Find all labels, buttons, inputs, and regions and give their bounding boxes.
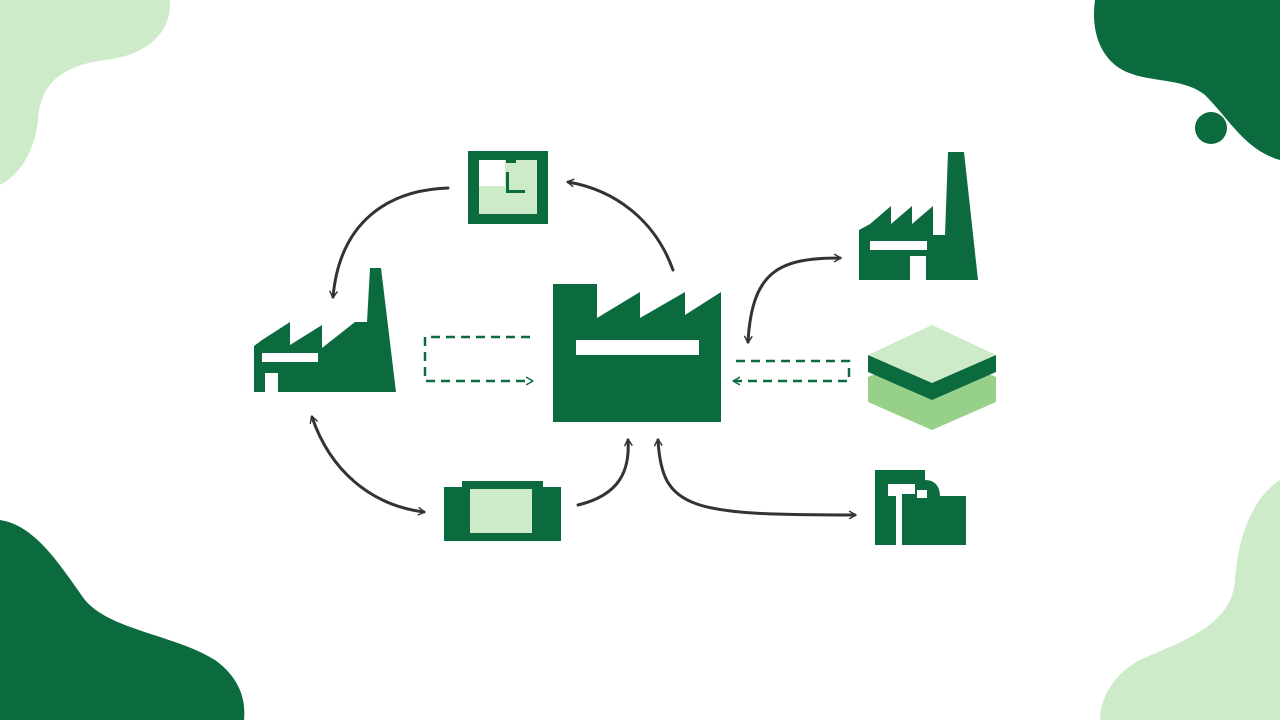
- document-icon: [468, 151, 548, 224]
- left-factory-icon: [254, 268, 396, 392]
- arrow-factory-folder: [653, 438, 857, 520]
- folder-icon: [875, 470, 966, 545]
- blob-top-right: [1094, 0, 1280, 160]
- blob-top-left: [0, 0, 171, 185]
- arrow-container-to-factory: [576, 438, 633, 507]
- dashed-arrow-left-factory-to-central: [423, 335, 534, 386]
- blob-bottom-right: [1100, 480, 1280, 720]
- arrow-left-factory-container: [309, 415, 426, 516]
- container-icon: [444, 481, 561, 541]
- blob-bottom-left: [0, 520, 245, 720]
- arrow-document-to-left-factory: [329, 186, 450, 299]
- arrow-factory-to-document: [566, 178, 675, 272]
- central-factory-icon: [553, 284, 721, 422]
- layers-icon: [868, 325, 996, 430]
- dot-top-right: [1195, 112, 1227, 144]
- dashed-arrow-layers-to-central: [732, 359, 851, 386]
- arrow-right-factory-central: [743, 253, 842, 344]
- right-factory-icon: [859, 152, 978, 280]
